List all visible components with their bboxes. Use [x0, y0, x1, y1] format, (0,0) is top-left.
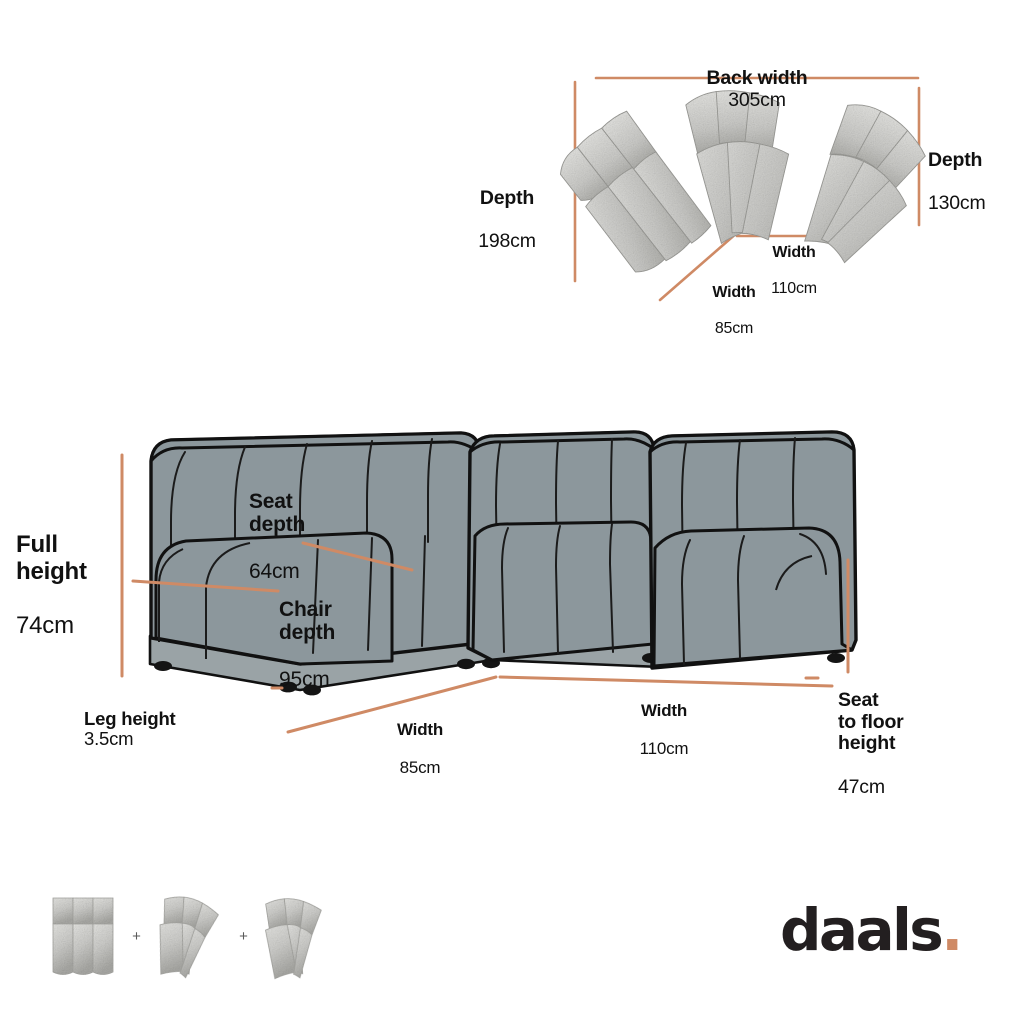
top-width-inner-title: Width — [772, 243, 816, 261]
top-width-outer-title: Width — [712, 283, 756, 301]
depth-right-value: 130cm — [928, 192, 986, 215]
brand-name: daals — [780, 896, 944, 964]
sofa-module-left — [149, 431, 482, 666]
back-width-label: Back width 305cm — [595, 46, 919, 111]
front-width-right-value: 110cm — [639, 739, 689, 759]
module-separator: + — [239, 927, 248, 945]
curved-module-b-icon — [265, 898, 322, 980]
seat-to-floor-title: Seat to floor height — [838, 688, 904, 755]
leg-height-label: Leg height 3.5cm — [84, 688, 284, 750]
top-module-right — [804, 104, 926, 264]
foot — [154, 661, 172, 671]
sofa-module-middle — [466, 430, 658, 662]
foot — [827, 653, 845, 663]
foot — [457, 658, 475, 670]
foot — [303, 684, 321, 696]
sofa-module-right — [648, 430, 858, 670]
top-module-left — [560, 110, 712, 273]
front-view-dimension-lines — [120, 453, 850, 734]
top-width-inner-value: 110cm — [771, 279, 817, 297]
module-breakdown-strip: + + — [40, 888, 340, 984]
module-thumbnail-curved-b — [254, 888, 340, 984]
depth-left-value: 198cm — [478, 230, 536, 253]
leg-height-title: Leg height — [84, 707, 176, 729]
full-height-label: Full height 74cm — [16, 505, 114, 666]
straight-module-icon — [52, 897, 114, 975]
chair-depth-title: Chair depth — [279, 597, 336, 645]
module-thumbnail-curved-a — [147, 888, 233, 984]
top-width-inner-label: Width 110cm — [742, 226, 846, 316]
depth-right-title: Depth — [928, 148, 983, 171]
front-width-left-label: Width 85cm — [368, 701, 472, 796]
full-height-value: 74cm — [16, 611, 74, 639]
leg-height-value: 3.5cm — [84, 728, 134, 750]
brand-dot: . — [941, 896, 963, 964]
top-width-85-rule — [658, 230, 740, 302]
full-height-title: Full height — [16, 530, 87, 585]
top-module-middle — [685, 90, 790, 245]
module-separator: + — [132, 927, 141, 945]
depth-left-label: Depth 198cm — [448, 166, 566, 275]
chair-depth-label: Chair depth 95cm — [279, 574, 375, 715]
foot — [279, 681, 297, 693]
brand-logo: daals. — [780, 896, 963, 964]
depth-left-title: Depth — [479, 186, 535, 209]
seat-to-floor-label: Seat to floor height 47cm — [838, 668, 948, 821]
top-width-outer-value: 85cm — [714, 319, 754, 337]
width-110-rule — [498, 675, 834, 688]
seat-depth-title: Seat depth — [249, 489, 306, 537]
top-width-outer-label: Width 85cm — [686, 266, 782, 356]
width-85-rule — [286, 675, 498, 734]
curved-module-a-icon — [159, 896, 219, 979]
back-width-title: Back width — [706, 66, 808, 89]
front-view-sofa — [148, 430, 858, 696]
front-width-left-title: Width — [396, 720, 444, 740]
depth-right-label: Depth 130cm — [928, 128, 1024, 237]
front-width-left-value: 85cm — [399, 758, 441, 778]
chair-depth-value: 95cm — [279, 668, 330, 692]
front-width-right-title: Width — [640, 701, 688, 721]
seat-depth-pointer — [301, 541, 414, 572]
top-view-sofa — [560, 90, 926, 273]
module-thumbnail-straight — [40, 888, 126, 984]
chair-depth-pointer — [131, 579, 280, 593]
seat-depth-label: Seat depth 64cm — [249, 466, 341, 607]
seat-to-floor-value: 47cm — [838, 776, 885, 799]
front-width-right-label: Width 110cm — [612, 682, 716, 777]
seat-depth-value: 64cm — [249, 560, 300, 584]
back-width-value: 305cm — [728, 88, 786, 111]
